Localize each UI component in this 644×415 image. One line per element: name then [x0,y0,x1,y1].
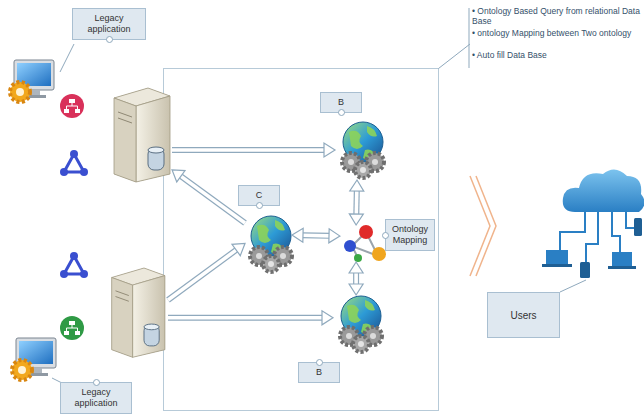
server-icon [112,268,165,357]
arrow-head [350,180,364,191]
icon-node: Legacy application [108,88,172,182]
ontology-icon [60,252,88,278]
arrow-head [172,170,185,182]
note-text: • Ontology Based Query from relational D… [472,6,644,26]
arrow-shaft [180,176,245,223]
arrow-head [292,228,303,242]
arrow-head [324,143,335,157]
callout-label: Legacy application [72,8,146,40]
flow-arrow [168,244,245,300]
icon-node: Legacy application [108,268,168,362]
service-globe [342,122,384,178]
arrow-shaft [168,249,237,300]
arrow-shaft [168,315,323,321]
flow-arrow [292,228,340,243]
service-globe [340,296,382,352]
arrow-shaft-core [168,249,237,300]
network-icon [60,316,84,340]
leader-line [60,44,74,72]
arrow-head [349,262,363,273]
icon-node: B [335,120,390,180]
leader-line [439,44,471,69]
icon-node: Ontology Mapping [340,225,386,262]
flow-arrow [172,143,335,157]
arrow-head [232,244,245,256]
server-icon [114,88,170,182]
service-globe [250,216,292,272]
flow-arrow [349,262,363,295]
arrow-shaft [302,232,330,239]
note-text: • ontology Mapping between Two ontology [472,28,644,38]
system-frame [164,69,439,411]
network-icon [60,94,84,118]
callout-label: C [238,185,280,206]
arrow-shaft-core [354,272,358,285]
icon-node: B [333,295,388,352]
label-box: Users [487,292,560,338]
arrow-shaft-core [302,233,330,237]
flow-arrow [168,311,333,325]
arrow-head [349,284,363,295]
callout-label: B [320,92,362,113]
ontology-icon [60,150,88,176]
arrow-head [349,214,363,225]
callout-label: B [298,362,340,383]
monitor-icon [10,60,54,102]
arrow-head [329,229,340,243]
flow-arrow [349,180,363,225]
monitor-icon [12,338,56,380]
arrow-shaft-core [354,190,358,215]
arrow-shaft [172,147,325,153]
note-bar [469,8,470,68]
flow-chevron [476,176,496,276]
callout-label: Ontology Mapping [385,219,435,251]
cloud-network [542,169,644,292]
arrow-shaft-core [168,316,323,320]
icon-node: C [245,215,292,272]
arrow-head [322,311,333,325]
note-text: • Auto fill Data Base [472,50,644,60]
flow-chevron [470,176,490,276]
ontology-mapping-icon [344,225,386,262]
arrow-shaft-core [180,176,245,223]
arrow-shaft [353,190,360,215]
box-label: Users [510,310,536,321]
arrow-shaft-core [172,148,325,152]
arrow-shaft [353,272,359,285]
flow-arrow [172,170,245,223]
callout-label: Legacy application [60,382,132,414]
